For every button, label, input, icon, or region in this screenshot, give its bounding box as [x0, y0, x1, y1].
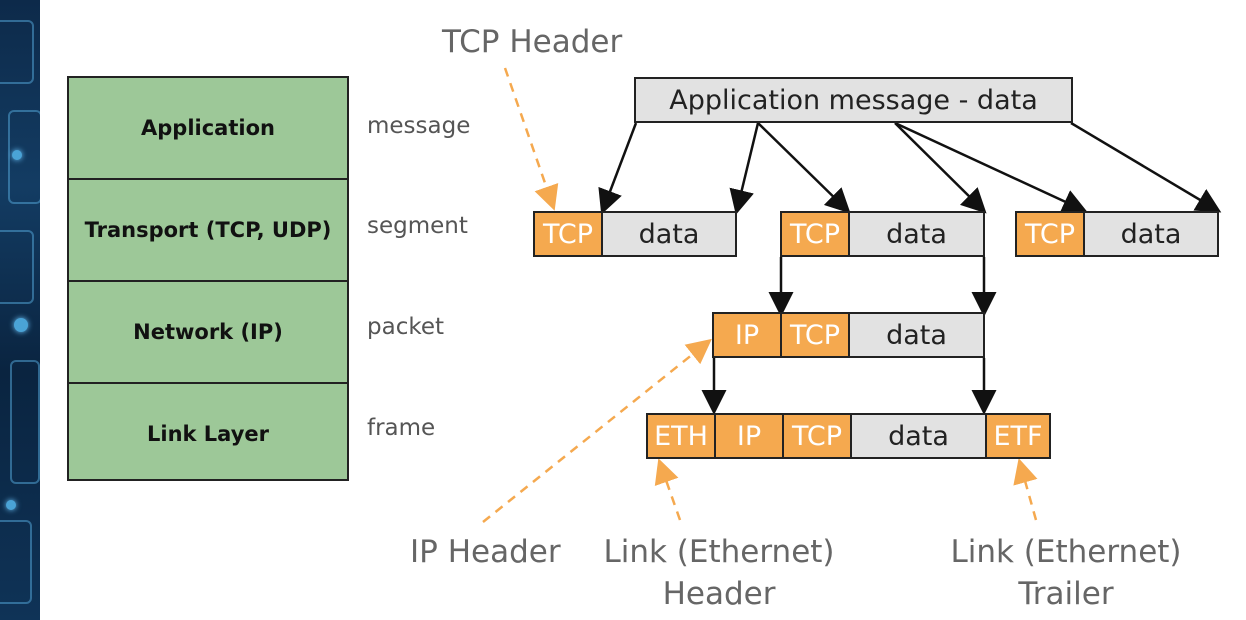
segment-2-data: data — [850, 213, 983, 255]
caption-link-header-line2: Header — [662, 575, 776, 612]
frame-ip-header: IP — [716, 415, 784, 457]
unit-packet: packet — [367, 314, 445, 340]
segment-3: TCP data — [1015, 211, 1219, 257]
arrow-msg-seg3-right — [1070, 121, 1222, 213]
unit-message: message — [367, 113, 471, 139]
protocol-stack: Application Transport (TCP, UDP) Network… — [67, 76, 349, 481]
dashed-arrow-ip-header — [482, 338, 712, 523]
segment-1: TCP data — [533, 211, 737, 257]
segment-3-tcp-header: TCP — [1017, 213, 1085, 255]
circuit-board-strip — [0, 0, 40, 620]
packet: IP TCP data — [712, 312, 985, 358]
arrow-msg-seg2-right — [894, 122, 987, 214]
segment-1-data: data — [603, 213, 735, 255]
frame-etf-trailer: ETF — [987, 415, 1049, 457]
caption-link-header-line1: Link (Ethernet) — [603, 534, 835, 570]
frame-data: data — [852, 415, 987, 457]
layer-network: Network (IP) — [69, 282, 347, 384]
arrow-msg-seg3-left — [894, 121, 1088, 213]
caption-link-trailer-line1: Link (Ethernet) — [950, 534, 1182, 570]
arrow-msg-seg2-left — [757, 122, 851, 214]
frame-eth-header: ETH — [648, 415, 716, 457]
segment-1-tcp-header: TCP — [535, 213, 603, 255]
arrow-msg-seg1-right — [729, 122, 760, 215]
packet-data: data — [850, 314, 983, 356]
arrow-msg-seg1-left — [598, 122, 638, 215]
layer-transport: Transport (TCP, UDP) — [69, 180, 347, 282]
caption-ip-header: IP Header — [410, 534, 561, 570]
caption-link-header: Link (Ethernet) Header — [603, 532, 835, 616]
packet-ip-header: IP — [714, 314, 782, 356]
layer-application: Application — [69, 78, 347, 180]
unit-segment: segment — [367, 213, 468, 239]
dashed-arrow-tcp-header — [503, 67, 559, 211]
segment-3-data: data — [1085, 213, 1217, 255]
dashed-arrow-link-trailer — [1013, 458, 1038, 521]
application-message-box: Application message - data — [634, 77, 1073, 123]
caption-link-trailer-line2: Trailer — [1018, 575, 1114, 612]
packet-tcp-header: TCP — [782, 314, 850, 356]
unit-frame: frame — [367, 415, 436, 441]
segment-2-tcp-header: TCP — [782, 213, 850, 255]
layer-link: Link Layer — [146, 422, 269, 446]
frame: ETH IP TCP data ETF — [646, 413, 1051, 459]
segment-2: TCP data — [780, 211, 985, 257]
caption-tcp-header: TCP Header — [442, 24, 623, 60]
caption-link-trailer: Link (Ethernet) Trailer — [950, 532, 1182, 616]
dashed-arrow-link-header — [654, 458, 682, 521]
frame-tcp-header: TCP — [784, 415, 852, 457]
